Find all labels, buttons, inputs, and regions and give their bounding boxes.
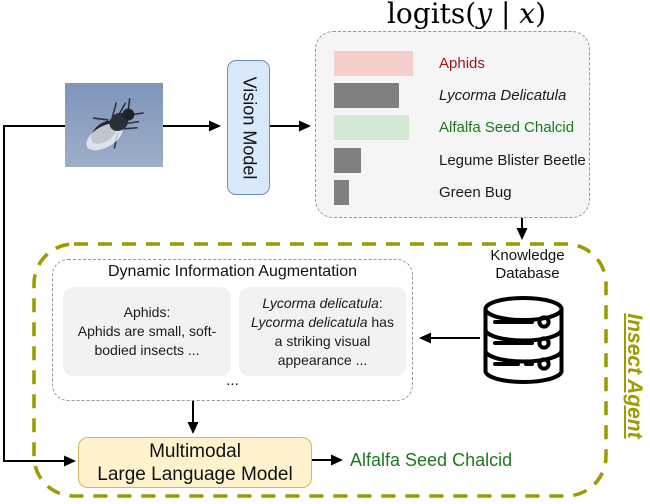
arrowhead-image-to-vision: [209, 120, 221, 132]
insect-agent-tag: Insect Agent: [623, 313, 646, 439]
logit-label-legume: Legume Blister Beetle: [439, 152, 586, 169]
logit-label-aphids: Aphids: [439, 55, 485, 72]
logit-bar-greenbug: [334, 180, 349, 205]
logit-bar-row-3: Legume Blister Beetle: [334, 148, 586, 173]
logit-bar-row-2: Alfalfa Seed Chalcid: [334, 115, 584, 140]
insect-agent-boundary: [32, 242, 608, 498]
logit-bar-alfalfa: [334, 115, 409, 140]
multimodal-llm-box: Multimodal Large Language Model: [78, 437, 312, 488]
insect-illustration: [65, 83, 163, 167]
dia-title: Dynamic Information Augmentation: [107, 263, 357, 280]
arrowhead-mllm-to-output: [331, 454, 343, 466]
dia-ellipsis: ...: [226, 372, 239, 389]
logit-bar-lycorma: [334, 83, 399, 108]
dynamic-information-augmentation-panel: Dynamic Information Augmentation Aphids:…: [52, 259, 413, 401]
arrowhead-image-to-mllm: [64, 455, 76, 467]
input-insect-photo: [65, 83, 163, 167]
logit-bar-aphids: [334, 51, 413, 76]
mllm-line2: Large Language Model: [97, 463, 293, 485]
dia-aphids-snippet: Aphids:Aphids are small, soft-bodied ins…: [63, 287, 231, 376]
mllm-line1: Multimodal: [149, 440, 241, 462]
logit-label-lycorma: Lycorma Delicatula: [439, 87, 567, 104]
knowledge-database-label: Knowledge Database: [490, 247, 565, 282]
vision-model-label: Vision Model: [239, 76, 259, 179]
logit-bar-legume: [334, 148, 361, 173]
database-icon: [480, 294, 567, 386]
arrowhead-dia-to-mllm: [187, 422, 199, 434]
logit-label-greenbug: Green Bug: [439, 184, 512, 201]
prediction-output: Alfalfa Seed Chalcid: [350, 450, 513, 470]
logit-bar-row-0: Aphids: [334, 51, 584, 76]
logits-title: logits(y | x): [386, 0, 547, 30]
logit-label-alfalfa: Alfalfa Seed Chalcid: [439, 119, 575, 136]
arrowhead-kdb-to-dia: [419, 332, 431, 344]
arrowhead-vision-to-logits: [299, 120, 311, 132]
line-image-to-mllm: [3, 125, 80, 462]
vision-model-box: Vision Model: [227, 60, 270, 195]
logit-bar-row-1: Lycorma Delicatula: [334, 83, 584, 108]
logit-bar-row-4: Green Bug: [334, 180, 584, 205]
dia-lycorma-snippet: Lycorma delicatula:Lycorma delicatula ha…: [239, 287, 406, 376]
logits-panel: Aphids Lycorma Delicatula Alfalfa Seed C…: [315, 31, 590, 218]
arrowhead-logits-to-kdb: [516, 228, 528, 240]
